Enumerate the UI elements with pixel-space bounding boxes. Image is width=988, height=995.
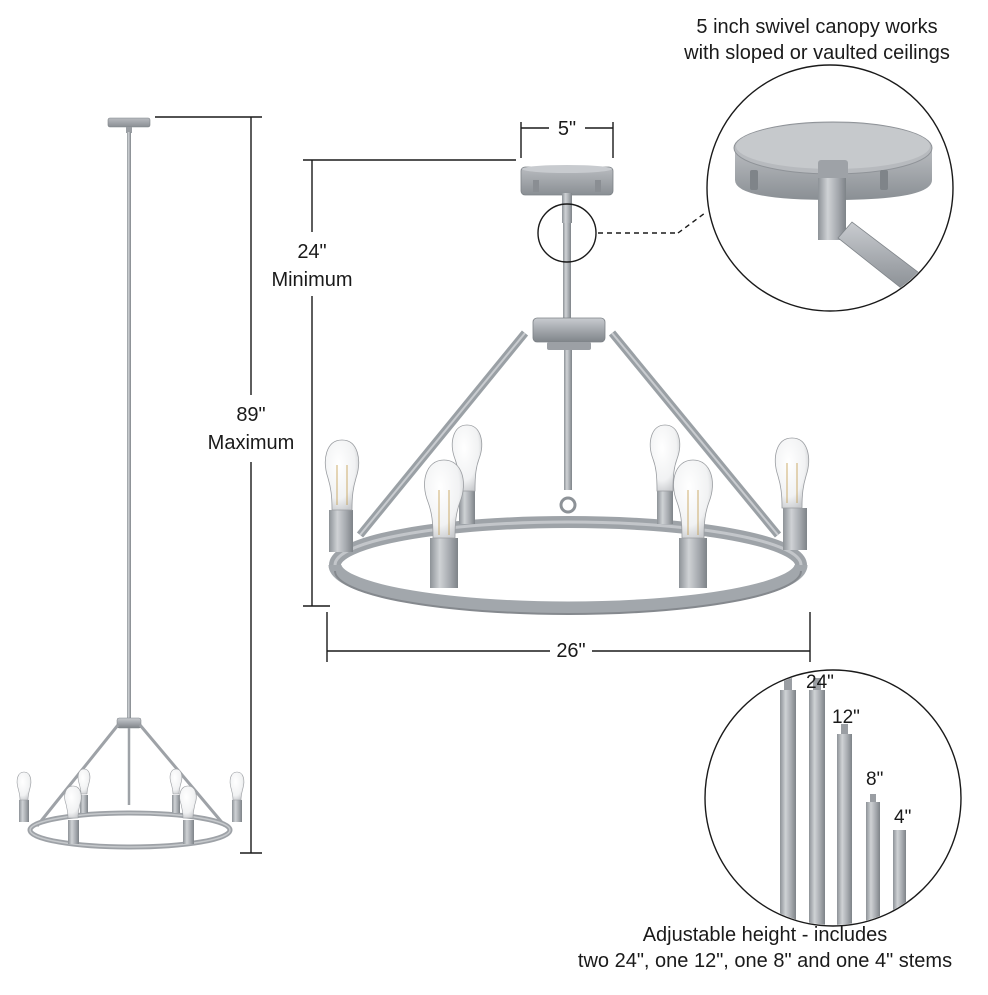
canopy-callout-line2: with sloped or vaulted ceilings [684, 42, 950, 64]
stems-callout-line1: Adjustable height - includes [642, 924, 888, 946]
stem-label-4: 4" [894, 807, 912, 828]
stem-label-8: 8" [866, 769, 884, 790]
min-height-caption: Minimum [271, 269, 353, 291]
max-height-caption: Maximum [207, 432, 295, 454]
min-height-dimension-line [303, 159, 516, 607]
stems-callout-line2: two 24", one 12", one 8" and one 4" stem… [577, 950, 953, 972]
stems-callout-text: Adjustable height - includes two 24", on… [548, 922, 982, 974]
stems-detail-callout [704, 669, 962, 927]
canopy-callout-text: 5 inch swivel canopy works with sloped o… [650, 14, 984, 66]
canopy-width-dimension-line [520, 122, 614, 158]
main-fixture [325, 165, 809, 615]
stem-label-24: 24" [806, 672, 834, 693]
ring-diameter-label: 26" [556, 640, 586, 662]
min-height-value: 24" [297, 241, 327, 263]
canopy-callout-line1: 5 inch swivel canopy works [696, 16, 938, 38]
max-height-value: 89" [236, 404, 266, 426]
swivel-highlight-circle [537, 203, 597, 263]
canopy-detail-callout [706, 64, 954, 312]
max-height-dimension-line [155, 116, 262, 854]
ring-diameter-dimension-line [326, 612, 811, 662]
canopy-width-label: 5" [557, 118, 577, 140]
full-height-fixture [16, 117, 245, 850]
stem-label-12: 12" [832, 707, 860, 728]
